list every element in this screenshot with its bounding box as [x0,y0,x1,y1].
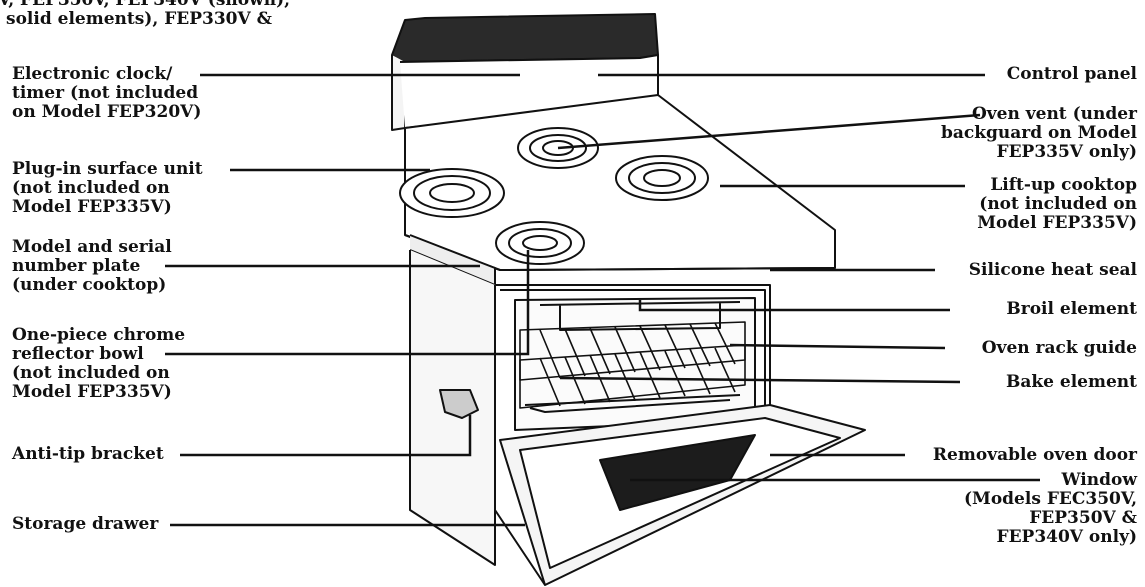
label-line: Model and serial [12,238,172,257]
label-line: Bake element [1006,373,1137,392]
label-line: number plate [12,257,172,276]
label-lift-up-cooktop: Lift-up cooktop (not included on Model F… [977,176,1137,233]
label-storage-drawer: Storage drawer [12,515,158,534]
label-line: (not included on [12,364,185,383]
label-line: Oven rack guide [982,339,1137,358]
label-oven-vent: Oven vent (under backguard on Model FEP3… [941,105,1137,162]
label-reflector-bowl: One-piece chrome reflector bowl (not inc… [12,326,185,402]
label-line: Model FEP335V) [12,383,185,402]
label-line: (not included on [12,179,203,198]
header-fragment: V, FEP350V, FEP340V (shown), solid eleme… [0,0,290,29]
header-line-2: solid elements), FEP330V & [0,10,290,29]
label-line: Storage drawer [12,515,158,534]
label-line: FEP335V only) [941,143,1137,162]
label-line: (Models FEC350V, [964,490,1137,509]
label-line: FEP340V only) [964,528,1137,547]
label-line: Broil element [1006,300,1137,319]
label-line: reflector bowl [12,345,185,364]
label-oven-rack-guide: Oven rack guide [982,339,1137,358]
label-silicone-heat-seal: Silicone heat seal [969,261,1137,280]
label-line: Model FEP335V) [12,198,203,217]
label-model-serial-plate: Model and serial number plate (under coo… [12,238,172,295]
label-electronic-clock: Electronic clock/ timer (not included on… [12,65,201,122]
label-line: Oven vent (under [941,105,1137,124]
label-removable-oven-door: Removable oven door [933,446,1137,465]
label-line: (under cooktop) [12,276,172,295]
label-bake-element: Bake element [1006,373,1137,392]
label-line: Plug-in surface unit [12,160,203,179]
label-line: Window [964,471,1137,490]
label-line: Anti-tip bracket [12,445,164,464]
label-line: backguard on Model [941,124,1137,143]
label-line: FEP350V & [964,509,1137,528]
label-line: Removable oven door [933,446,1137,465]
label-line: Electronic clock/ [12,65,201,84]
label-line: timer (not included [12,84,201,103]
label-line: Control panel [1007,65,1137,84]
label-line: Silicone heat seal [969,261,1137,280]
label-window: Window (Models FEC350V, FEP350V & FEP340… [964,471,1137,547]
label-control-panel: Control panel [1007,65,1137,84]
label-line: One-piece chrome [12,326,185,345]
label-line: (not included on [977,195,1137,214]
label-plug-in-surface-unit: Plug-in surface unit (not included on Mo… [12,160,203,217]
label-line: Model FEP335V) [977,214,1137,233]
control-panel [392,14,658,62]
label-line: Lift-up cooktop [977,176,1137,195]
label-line: on Model FEP320V) [12,103,201,122]
label-anti-tip-bracket: Anti-tip bracket [12,445,164,464]
label-broil-element: Broil element [1006,300,1137,319]
